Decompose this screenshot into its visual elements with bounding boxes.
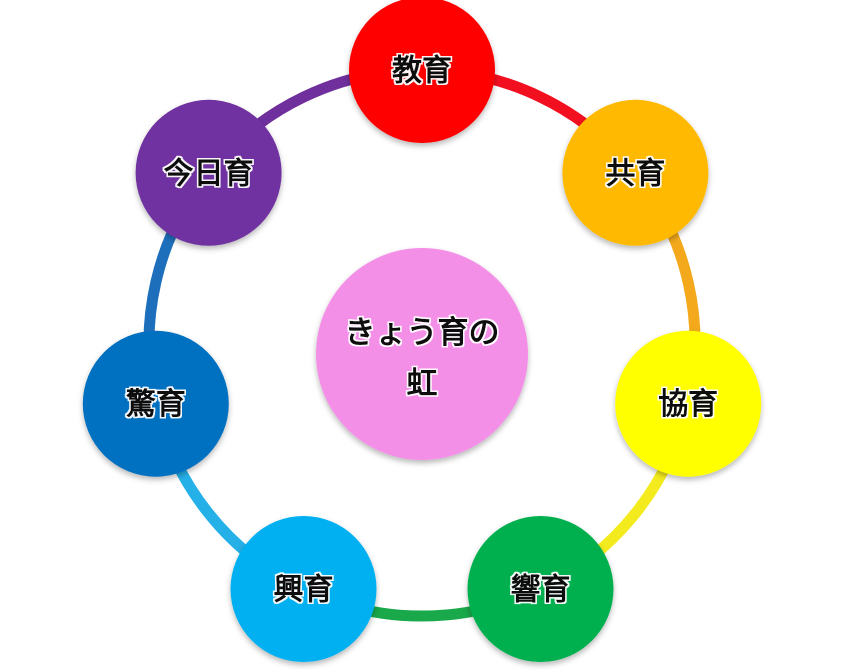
- center-label-line2: 虹: [407, 366, 438, 402]
- node-circle: [615, 330, 762, 477]
- node-label: 響育: [511, 573, 571, 608]
- node-label: 教育: [392, 54, 452, 89]
- node-kyouiku-cooperate: 協育: [615, 330, 762, 477]
- node-kyouiku-share: 共育: [562, 99, 709, 246]
- node-circle: [82, 330, 229, 477]
- node-kyouiku-surprise: 驚育: [82, 330, 229, 477]
- node-circle: [349, 0, 495, 143]
- node-label: 驚育: [126, 387, 186, 422]
- node-label: 共育: [605, 156, 665, 191]
- center-circle: [316, 248, 528, 460]
- node-circle: [467, 516, 614, 662]
- node-kyouiku-interest: 興育: [230, 516, 377, 662]
- center-node: きょう育の 虹: [316, 248, 528, 460]
- node-kyouiku-today: 今日育: [135, 99, 282, 246]
- node-circle: [230, 516, 377, 662]
- node-kyouiku-teach: 教育: [349, 0, 495, 143]
- node-circle: [562, 99, 709, 246]
- node-label: 協育: [658, 387, 718, 422]
- node-circle: [135, 99, 282, 246]
- node-kyouiku-resonate: 響育: [467, 516, 614, 662]
- node-label: 今日育: [164, 156, 254, 191]
- center-label-line1: きょう育の: [345, 315, 500, 351]
- node-label: 興育: [274, 573, 334, 608]
